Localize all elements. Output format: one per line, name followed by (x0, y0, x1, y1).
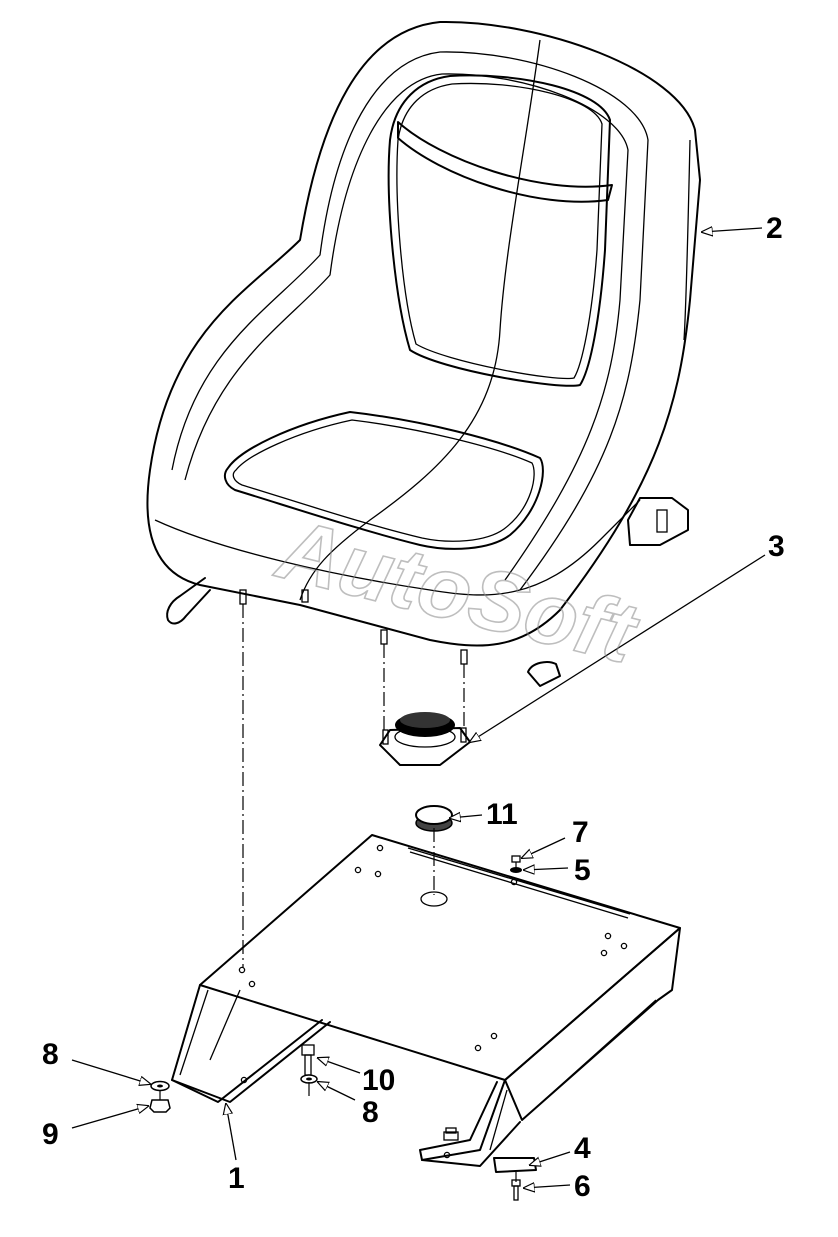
callout-6: 6 (574, 1170, 591, 1203)
callout-4: 4 (574, 1132, 591, 1165)
callout-2: 2 (766, 212, 783, 245)
callout-11: 11 (486, 798, 518, 831)
washer-8a (150, 1080, 170, 1092)
callout-8b: 8 (362, 1096, 379, 1129)
clip-4 (493, 1157, 537, 1173)
callout-1: 1 (228, 1162, 245, 1195)
screw-6 (511, 1179, 521, 1201)
seat-switch (379, 712, 471, 766)
callout-5: 5 (574, 854, 591, 887)
callout-8a: 8 (42, 1038, 59, 1071)
callout-7: 7 (572, 816, 589, 849)
grommet (415, 805, 453, 832)
callout-9: 9 (42, 1118, 59, 1151)
bolt-right-foot (443, 1127, 459, 1141)
screw-7 (511, 855, 521, 863)
bolt-10 (301, 1044, 315, 1076)
seat (146, 20, 701, 687)
nut-9 (149, 1099, 171, 1113)
assembly-centerlines (159, 604, 517, 1182)
seat-base-plate (171, 834, 681, 1167)
callout-10: 10 (362, 1064, 395, 1097)
leader-lines (71, 228, 766, 1188)
callout-3: 3 (768, 530, 785, 563)
washer-8b (300, 1074, 318, 1084)
watermark: AutoSoft (267, 500, 648, 682)
